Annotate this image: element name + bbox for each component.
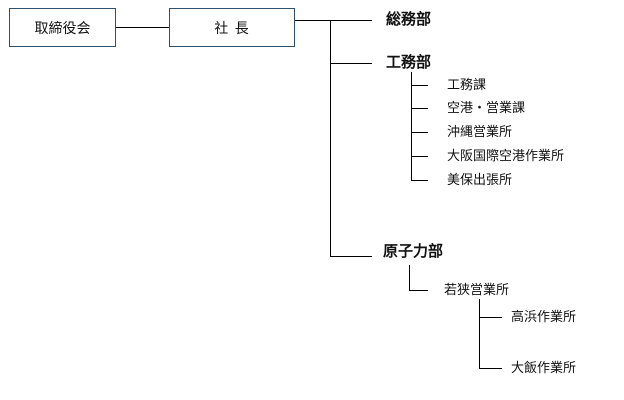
office-ohi: 大飯作業所 — [511, 361, 577, 376]
president-label: 社 長 — [214, 20, 250, 37]
dept-general-affairs: 総務部 — [386, 10, 432, 28]
board-label: 取締役会 — [34, 20, 91, 37]
section-osaka-airport: 大阪国際空港作業所 — [447, 149, 565, 164]
section-engineering: 工務課 — [447, 78, 487, 93]
office-takahama: 高浜作業所 — [511, 310, 577, 325]
section-airport-sales: 空港・営業課 — [447, 101, 526, 116]
section-okinawa: 沖縄営業所 — [447, 125, 513, 140]
section-miho: 美保出張所 — [447, 173, 513, 188]
dept-nuclear: 原子力部 — [383, 242, 444, 260]
office-wakasa: 若狭営業所 — [444, 283, 510, 298]
board-box: 取締役会 — [9, 8, 116, 47]
president-box: 社 長 — [169, 8, 295, 47]
dept-engineering: 工務部 — [386, 53, 432, 71]
